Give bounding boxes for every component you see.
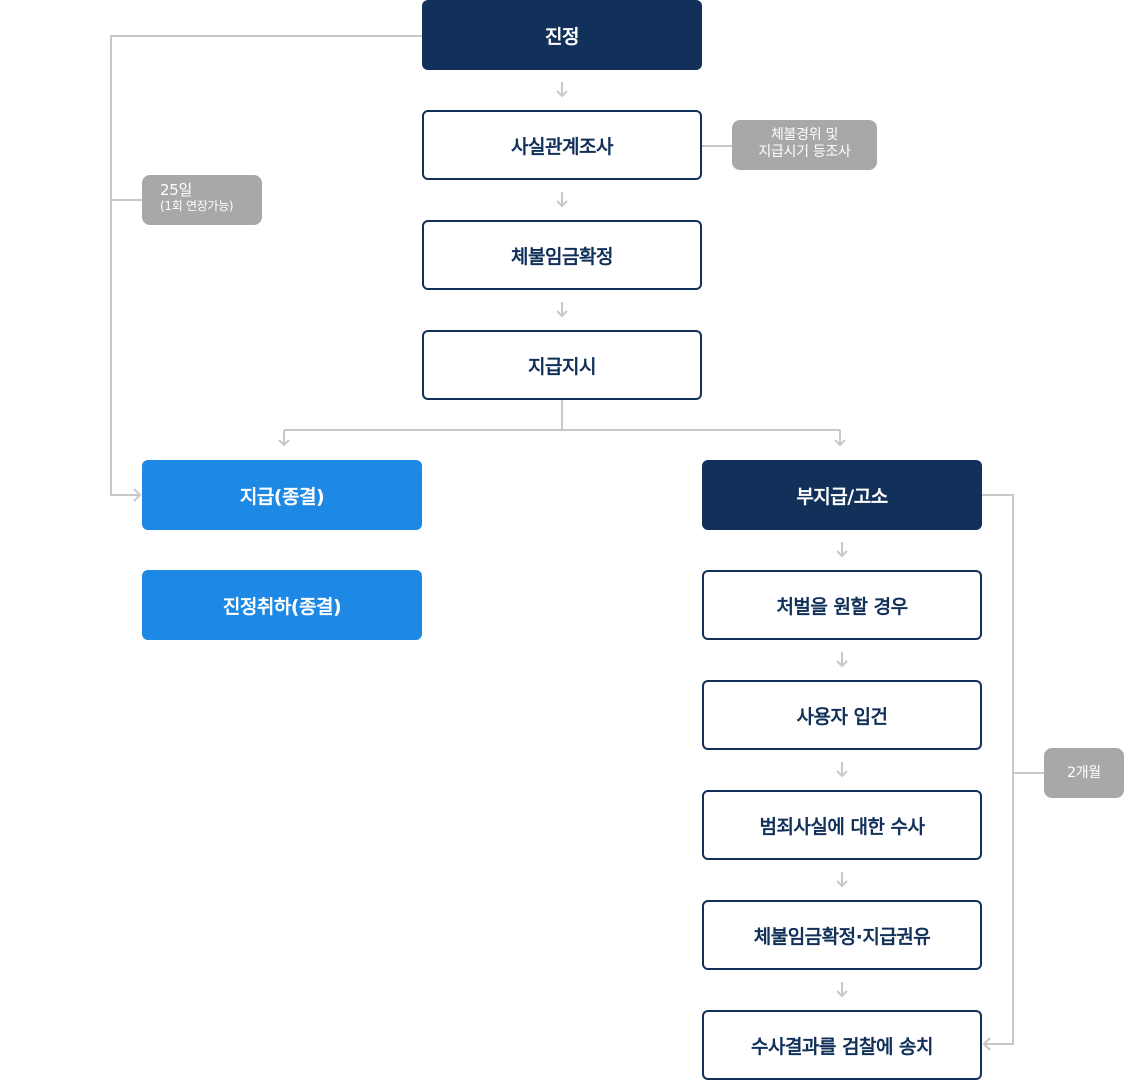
- step-withdrawn-label: 진정취하(종결): [222, 595, 342, 618]
- step-unpaid: 부지급/고소: [702, 460, 982, 530]
- step-paid: 지급(종결): [142, 460, 422, 530]
- step-paid-label: 지급(종결): [239, 485, 325, 508]
- arrow-order-to-paid: [278, 439, 290, 447]
- arrow-start-to-investigation: [556, 90, 568, 98]
- step-confirm-label: 체불임금확정: [511, 245, 613, 268]
- step-order: 지급지시: [422, 330, 702, 400]
- period-arrowhead: [982, 1037, 991, 1051]
- investigation-note-line2: 지급시기 등조사: [758, 144, 851, 160]
- step-crime-investigation: 범죄사실에 대한 수사: [702, 790, 982, 860]
- deadline-note: 25일 (1회 연장가능): [142, 175, 262, 225]
- deadline-note-line1: 25일: [160, 181, 192, 199]
- step-prosecution: 수사결과를 검찰에 송치: [702, 1010, 982, 1080]
- investigation-note-line1: 체불경위 및: [770, 127, 839, 143]
- step-punish: 처벌을 원할 경우: [702, 570, 982, 640]
- deadline-arrowhead: [133, 488, 142, 502]
- step-investigation-label: 사실관계조사: [511, 135, 613, 158]
- step-confirm-recommend: 체불임금확정·지급권유: [702, 900, 982, 970]
- step-punish-label: 처벌을 원할 경우: [776, 595, 908, 618]
- deadline-connector: [110, 35, 422, 496]
- deadline-note-line2: (1회 연장가능): [160, 199, 234, 213]
- period-note-label: 2개월: [1067, 764, 1101, 781]
- step-booking: 사용자 입건: [702, 680, 982, 750]
- arrow-order-to-unpaid: [834, 439, 846, 447]
- step-crime-investigation-label: 범죄사실에 대한 수사: [759, 815, 925, 838]
- step-order-label: 지급지시: [528, 355, 596, 378]
- investigation-note: 체불경위 및 지급시기 등조사: [732, 120, 877, 170]
- period-note: 2개월: [1044, 748, 1124, 798]
- period-connector: [982, 494, 1014, 1045]
- step-withdrawn: 진정취하(종결): [142, 570, 422, 640]
- step-booking-label: 사용자 입건: [796, 705, 888, 728]
- step-confirm: 체불임금확정: [422, 220, 702, 290]
- step-confirm-recommend-label: 체불임금확정·지급권유: [753, 925, 931, 948]
- arrow-confirm-to-order: [556, 310, 568, 318]
- step-investigation: 사실관계조사: [422, 110, 702, 180]
- step-prosecution-label: 수사결과를 검찰에 송치: [750, 1035, 934, 1058]
- step-start-label: 진정: [545, 25, 579, 48]
- step-unpaid-label: 부지급/고소: [796, 485, 888, 508]
- arrow-investigation-to-confirm: [556, 200, 568, 208]
- step-start: 진정: [422, 0, 702, 70]
